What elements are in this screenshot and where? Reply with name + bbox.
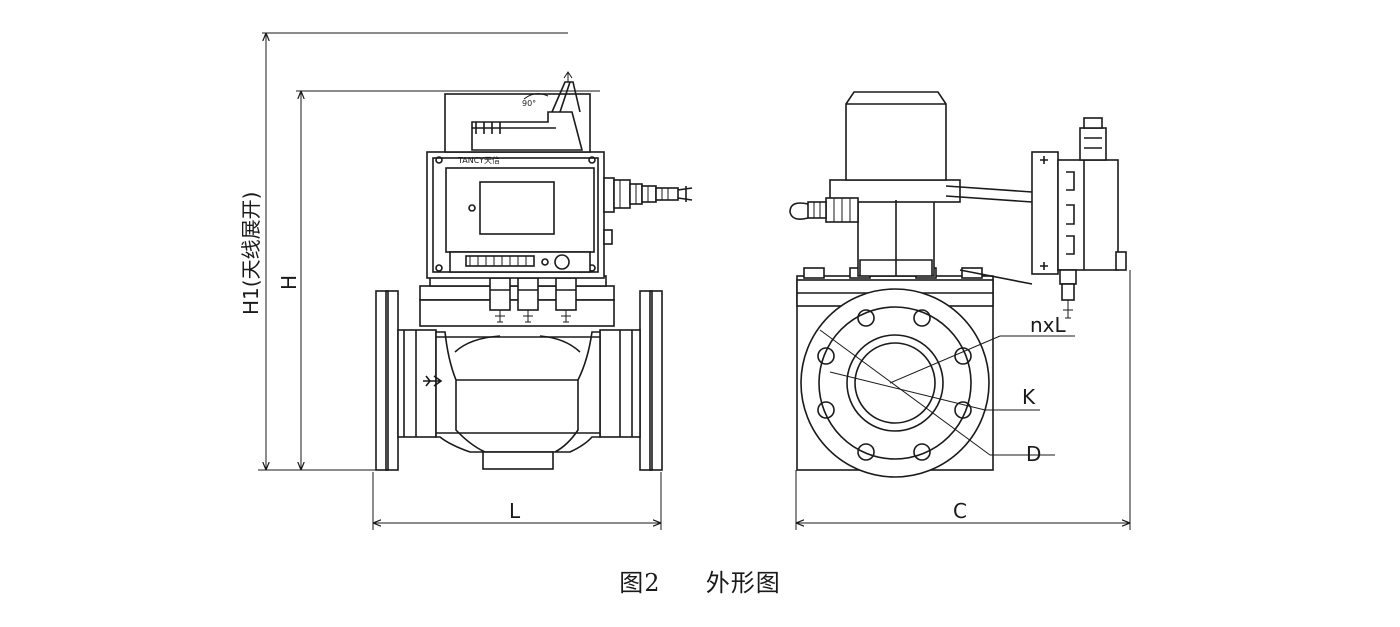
antenna-module-front: 90° [444, 71, 591, 153]
valve-body-front [375, 290, 663, 471]
electronic-head-side [1031, 117, 1127, 319]
angle-label: 90° [522, 99, 536, 108]
meter-base-front [419, 275, 615, 327]
label-d: D [1026, 442, 1041, 466]
cable-connector-side [789, 197, 859, 223]
dimension-l: L [372, 472, 662, 530]
dimension-c: C [795, 270, 1131, 530]
stem-side [829, 179, 961, 277]
label-k: K [1022, 385, 1036, 409]
lcd-display [479, 181, 555, 235]
dimension-c-label: C [953, 499, 967, 523]
brand-label: TANCY天信 [457, 155, 500, 165]
dimension-h-label: H [277, 275, 301, 290]
flange-face [800, 288, 990, 478]
dimension-h1-label: H1(天线展开) [239, 192, 263, 315]
electronic-head-front: TANCY天信 [426, 151, 615, 279]
button-icon [554, 254, 570, 270]
valve-body-side: nxL K D [796, 267, 1075, 478]
bracket-arm [945, 185, 1033, 285]
antenna-module-side [845, 91, 947, 181]
bolt-holes [817, 309, 972, 461]
cable-connector-front [613, 179, 693, 209]
front-view: H1(天线展开) H L [239, 32, 693, 530]
figure-number: 图2 [619, 569, 661, 597]
side-view: C [789, 91, 1131, 530]
label-nxl: nxL [1030, 313, 1067, 337]
dimension-h1: H1(天线展开) [239, 32, 568, 470]
figure-caption: 图2 外形图 [0, 563, 1400, 598]
flow-arrow-icon [423, 375, 443, 387]
figure-title: 外形图 [705, 569, 781, 597]
dimension-h: H [258, 90, 600, 471]
dimension-l-label: L [509, 499, 521, 523]
